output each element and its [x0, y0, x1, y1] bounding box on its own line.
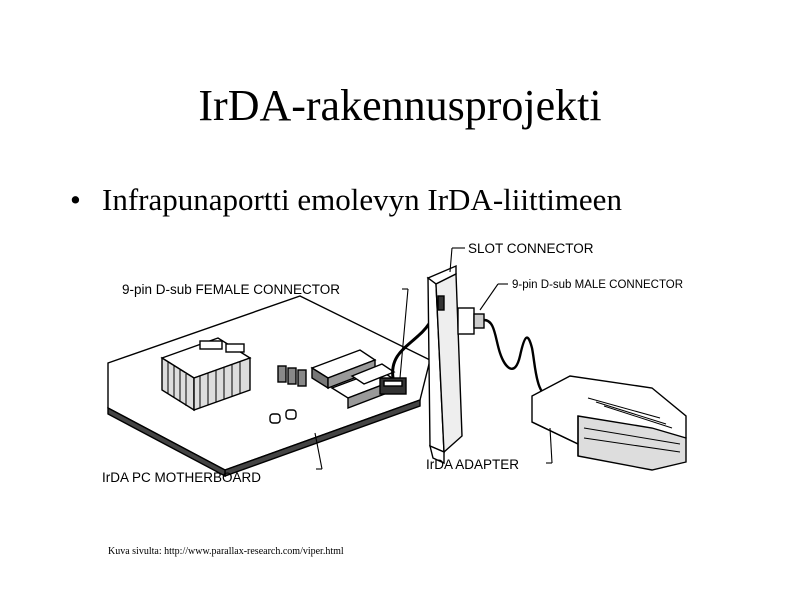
motherboard-board: [107, 295, 431, 478]
bullet-item: • Infrapunaportti emolevyn IrDA-liittime…: [70, 180, 622, 220]
slide-title: IrDA-rakennusprojekti: [198, 81, 602, 130]
label-irda-adapter: IrDA ADAPTER: [426, 457, 519, 472]
label-slot-connector: SLOT CONNECTOR: [468, 241, 594, 256]
bullet-dot-icon: •: [70, 182, 81, 217]
image-source-caption: Kuva sivulta: http://www.parallax-resear…: [108, 546, 344, 557]
irda-adapter: [531, 375, 687, 471]
male-connector: [457, 307, 485, 335]
female-connector: [379, 377, 407, 395]
bullet-text: Infrapunaportti emolevyn IrDA-liittimeen: [102, 182, 622, 217]
label-female-connector: 9-pin D-sub FEMALE CONNECTOR: [122, 282, 340, 297]
slot-bracket: [426, 264, 463, 465]
capacitors: [269, 409, 297, 424]
label-motherboard: IrDA PC MOTHERBOARD: [102, 470, 261, 485]
irda-hardware-diagram: SLOT CONNECTOR 9-pin D-sub FEMALE CONNEC…: [102, 241, 687, 485]
adapter-cable: [483, 318, 556, 402]
label-male-connector: 9-pin D-sub MALE CONNECTOR: [512, 279, 683, 291]
